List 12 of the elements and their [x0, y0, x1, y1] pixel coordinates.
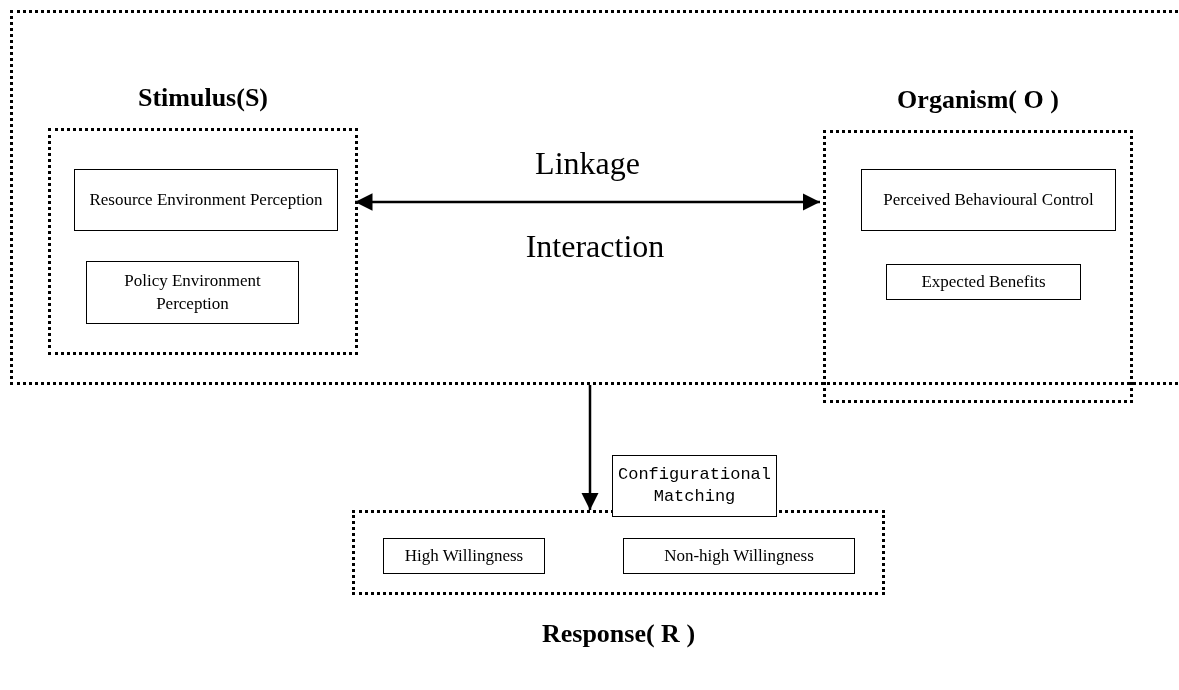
arrow — [581, 385, 599, 510]
factor-box: High Willingness — [383, 538, 545, 574]
group-heading: Organism( O ) — [897, 84, 1059, 116]
factor-box: Policy Environment Perception — [86, 261, 299, 324]
factor-box: Resource Environment Perception — [74, 169, 338, 231]
group-heading: Stimulus(S) — [138, 82, 268, 114]
factor-box: Expected Benefits — [886, 264, 1081, 300]
factor-box: Perceived Behavioural Control — [861, 169, 1116, 231]
factor-box: Non-high Willingness — [623, 538, 855, 574]
arrow — [355, 193, 820, 211]
factor-box: Configurational Matching — [612, 455, 777, 517]
group-heading: Response( R ) — [541, 618, 696, 650]
